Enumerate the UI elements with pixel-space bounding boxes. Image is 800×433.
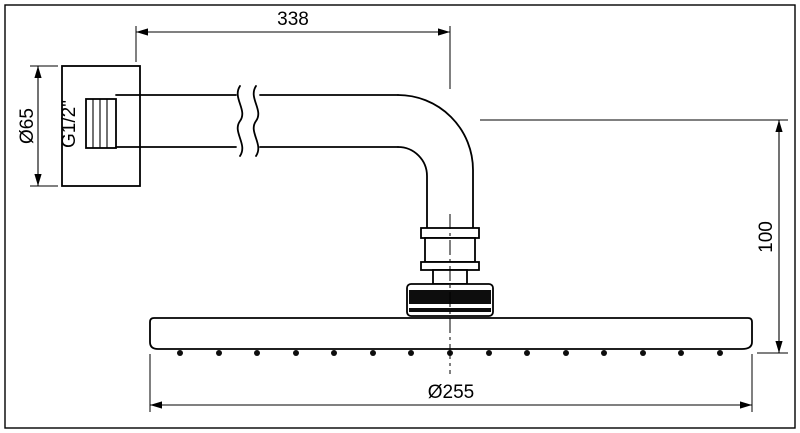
- nozzles: [177, 350, 723, 356]
- head-outline: [149, 317, 753, 350]
- elbow-inner: [397, 146, 428, 229]
- dim-label-drop-height: 100: [756, 221, 777, 253]
- drawing-border: [4, 4, 796, 429]
- dimension-arm-length: 338: [135, 9, 451, 89]
- shower-head: [149, 317, 753, 356]
- break-line-left: [236, 85, 244, 157]
- dimension-head-diameter: Ø255: [149, 354, 753, 412]
- break-line-right: [252, 85, 260, 157]
- dim-label-head-diameter: Ø255: [428, 382, 474, 403]
- wall-flange: [61, 65, 141, 187]
- dimension-flange-diameter: Ø65: [17, 65, 58, 187]
- dimension-drop-height: 100: [480, 119, 788, 354]
- ring-dark-band-thin: [409, 308, 491, 312]
- thread-size-label: G1/2": [59, 100, 80, 148]
- flange-plate: [61, 65, 141, 187]
- dim-label-arm-length: 338: [277, 9, 309, 30]
- dim-label-flange-diameter: Ø65: [17, 108, 38, 144]
- thread-hatch: [92, 99, 108, 148]
- shower-arm: [115, 85, 474, 229]
- thread-stub: [85, 98, 117, 149]
- elbow-outer: [397, 94, 474, 229]
